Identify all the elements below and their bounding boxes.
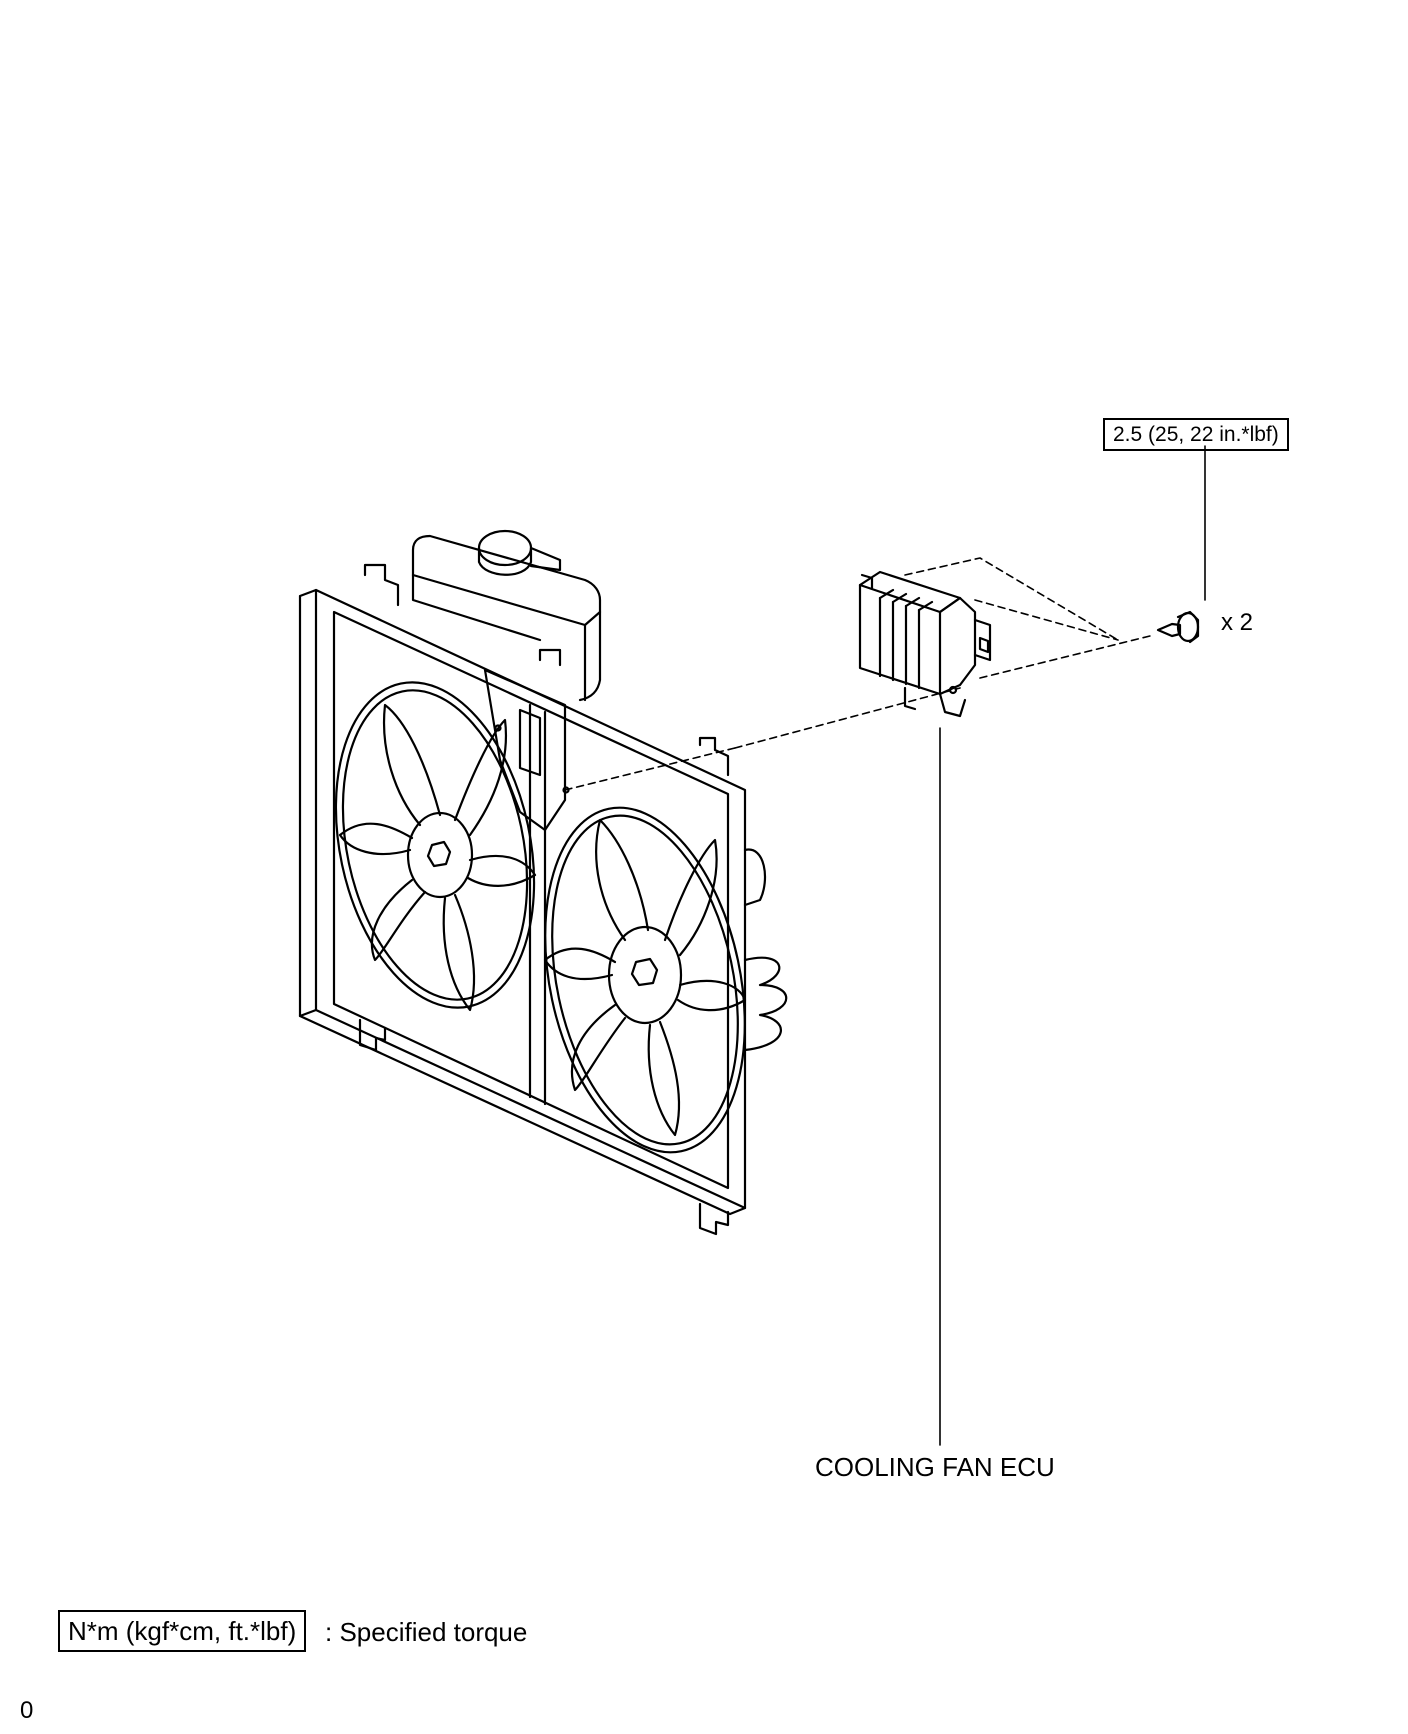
left-fan: [334, 681, 537, 1012]
page-id: 0: [20, 1697, 34, 1724]
bolt: [1156, 610, 1200, 644]
reservoir-tank: [411, 529, 602, 702]
legend-unit-box: N*m (kgf*cm, ft.*lbf): [58, 1610, 307, 1652]
torque-spec-label: 2.5 (25, 22 in.*lbf): [1103, 418, 1289, 451]
fan-shroud-assembly: [298, 563, 788, 1236]
cooling-fan-ecu: [858, 570, 992, 718]
bolt-quantity-label: x 2: [1221, 609, 1254, 636]
cooling-fan-ecu-label: COOLING FAN ECU: [815, 1452, 1055, 1482]
guide-lines: [564, 445, 1206, 1446]
right-fan: [543, 806, 747, 1154]
legend-description: : Specified torque: [325, 1617, 528, 1647]
